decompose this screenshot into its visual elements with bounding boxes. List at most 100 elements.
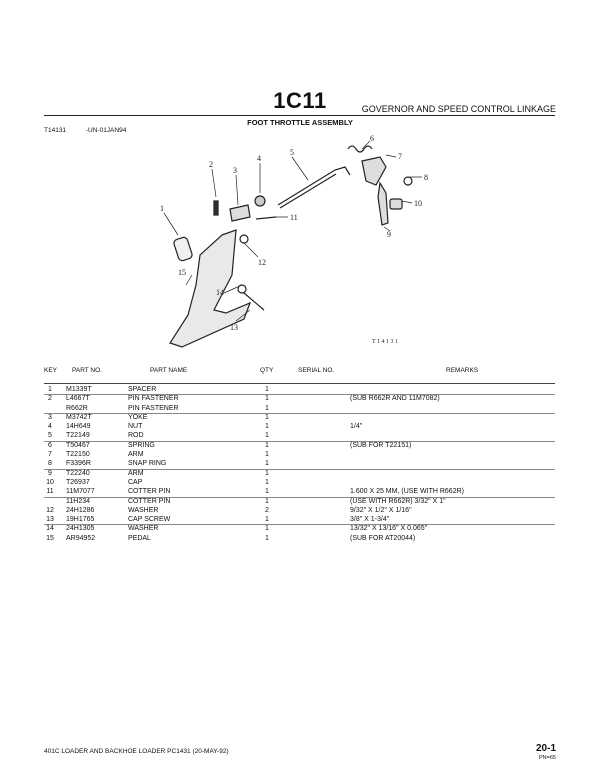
callout-7: 7 bbox=[398, 152, 402, 161]
callout-12: 12 bbox=[258, 258, 266, 267]
callout-10: 10 bbox=[414, 199, 422, 208]
row-key: 3 bbox=[48, 413, 52, 421]
table-row: 7 T22150 ARM 1 bbox=[44, 450, 555, 459]
nut-shape bbox=[254, 195, 266, 207]
row-part-no: T22150 bbox=[66, 451, 90, 459]
row-qty: 1 bbox=[265, 395, 269, 403]
cap-screw-shape bbox=[243, 292, 265, 311]
table-row: 9 T22240 ARM 1 bbox=[44, 468, 555, 478]
row-part-no: 14H649 bbox=[66, 423, 91, 431]
yoke-shape bbox=[229, 204, 251, 222]
column-header-serial-no: SERIAL NO. bbox=[298, 367, 335, 374]
row-qty: 1 bbox=[265, 534, 269, 542]
row-remarks: (SUB R662R AND 11M7082) bbox=[350, 395, 440, 403]
callout-2: 2 bbox=[209, 160, 213, 169]
row-qty: 1 bbox=[265, 404, 269, 412]
figure-date: -UN-01JAN94 bbox=[85, 127, 127, 134]
pin-fastener-shape bbox=[213, 200, 219, 216]
row-qty: 2 bbox=[265, 506, 269, 514]
callout-3: 3 bbox=[233, 166, 237, 175]
row-key: 8 bbox=[48, 460, 52, 468]
row-part-no: F3396R bbox=[66, 460, 91, 468]
snap-ring-shape bbox=[403, 176, 413, 186]
row-qty: 1 bbox=[265, 516, 269, 524]
row-key: 15 bbox=[46, 534, 54, 542]
callout-4: 4 bbox=[257, 154, 261, 163]
row-part-name: ROD bbox=[128, 432, 144, 440]
drawing-number: T 1 4 1 3 1 bbox=[372, 339, 398, 345]
table-row: 14 24H1305 WASHER 1 13/32" X 13/16" X 0.… bbox=[44, 524, 555, 533]
column-header-part-name: PART NAME bbox=[150, 367, 188, 374]
row-part-name: ARM bbox=[128, 451, 144, 459]
exploded-view-illustration: 1 2 3 4 5 6 7 8 9 10 11 12 13 14 15 T 1 … bbox=[160, 135, 428, 348]
table-row: 4 14H649 NUT 1 1/4" bbox=[44, 422, 555, 431]
row-remarks: 9/32" X 1/2" X 1/16" bbox=[350, 506, 412, 514]
row-qty: 1 bbox=[265, 432, 269, 440]
row-part-no: 24H1286 bbox=[66, 506, 95, 514]
footer-publication: 401C LOADER AND BACKHOE LOADER PC1431 (2… bbox=[44, 748, 229, 755]
row-part-name: YOKE bbox=[128, 413, 148, 421]
callout-1: 1 bbox=[160, 204, 164, 213]
arm-upper-shape bbox=[361, 156, 387, 186]
column-header-part-no: PART NO. bbox=[72, 367, 102, 374]
row-key: 2 bbox=[48, 395, 52, 403]
row-part-name: CAP bbox=[128, 478, 143, 486]
row-part-name: SPRING bbox=[128, 441, 155, 449]
cap-shape bbox=[389, 198, 403, 210]
row-qty: 1 bbox=[265, 413, 269, 421]
row-key: 14 bbox=[46, 525, 54, 533]
row-key: 7 bbox=[48, 451, 52, 459]
callout-9: 9 bbox=[387, 230, 391, 239]
callout-6: 6 bbox=[370, 135, 374, 143]
callout-5: 5 bbox=[290, 148, 294, 157]
row-key: 10 bbox=[46, 478, 54, 486]
row-qty: 1 bbox=[265, 386, 269, 393]
spacer-shape bbox=[173, 236, 193, 262]
table-row: 5 T22149 ROD 1 bbox=[44, 431, 555, 440]
row-part-name: NUT bbox=[128, 423, 143, 431]
table-rule bbox=[44, 383, 555, 384]
table-row: 12 24H1286 WASHER 2 9/32" X 1/2" X 1/16" bbox=[44, 506, 555, 515]
row-qty: 1 bbox=[265, 441, 269, 449]
row-part-no: 11H234 bbox=[66, 497, 91, 505]
page-code: 1C11 bbox=[273, 88, 327, 113]
callout-11: 11 bbox=[290, 213, 298, 222]
table-row: 15 AR94952 PEDAL 1 (SUB FOR AT20044) bbox=[44, 534, 555, 543]
section-title: GOVERNOR AND SPEED CONTROL LINKAGE bbox=[361, 104, 556, 114]
row-part-no: T50467 bbox=[66, 441, 90, 449]
row-part-name: SPACER bbox=[128, 386, 157, 393]
row-key: 5 bbox=[48, 432, 52, 440]
row-key: 4 bbox=[48, 423, 52, 431]
table-row: 3 M3742T YOKE 1 bbox=[44, 412, 555, 422]
row-qty: 1 bbox=[265, 423, 269, 431]
row-part-no: 11M7077 bbox=[66, 488, 95, 496]
row-qty: 1 bbox=[265, 460, 269, 468]
row-part-name: WASHER bbox=[128, 506, 159, 514]
row-key: 13 bbox=[46, 516, 54, 524]
row-part-no: 24H1305 bbox=[66, 525, 95, 533]
callout-14: 14 bbox=[216, 288, 224, 297]
row-qty: 1 bbox=[265, 497, 269, 505]
figure-id: T14131 bbox=[44, 127, 67, 134]
footer-page-code: PN=65 bbox=[539, 755, 556, 761]
callout-8: 8 bbox=[424, 173, 428, 182]
table-row: 6 T50467 SPRING 1 (SUB FOR T22151) bbox=[44, 440, 555, 450]
figure-reference: T14131 -UN-01JAN94 bbox=[44, 127, 144, 134]
row-key: 9 bbox=[48, 469, 52, 477]
row-part-no: T22149 bbox=[66, 432, 90, 440]
row-qty: 1 bbox=[265, 525, 269, 533]
row-key: 12 bbox=[46, 506, 54, 514]
table-row: 10 T26937 CAP 1 bbox=[44, 478, 555, 487]
row-key: 11 bbox=[46, 488, 54, 496]
row-part-no: 19H1765 bbox=[66, 516, 95, 524]
row-key: 1 bbox=[48, 386, 52, 393]
row-remarks: 3/8" X 1-3/4" bbox=[350, 516, 390, 524]
table-row: 8 F3396R SNAP RING 1 bbox=[44, 459, 555, 468]
row-remarks: 1/4" bbox=[350, 423, 363, 431]
row-qty: 1 bbox=[265, 488, 269, 496]
cotter-pin-shape bbox=[255, 216, 277, 220]
column-header-remarks: REMARKS bbox=[446, 367, 479, 374]
table-row: 1 M1339T SPACER 1 bbox=[44, 385, 555, 394]
washer-shape bbox=[239, 234, 249, 244]
row-part-name: PIN FASTENER bbox=[128, 404, 179, 412]
